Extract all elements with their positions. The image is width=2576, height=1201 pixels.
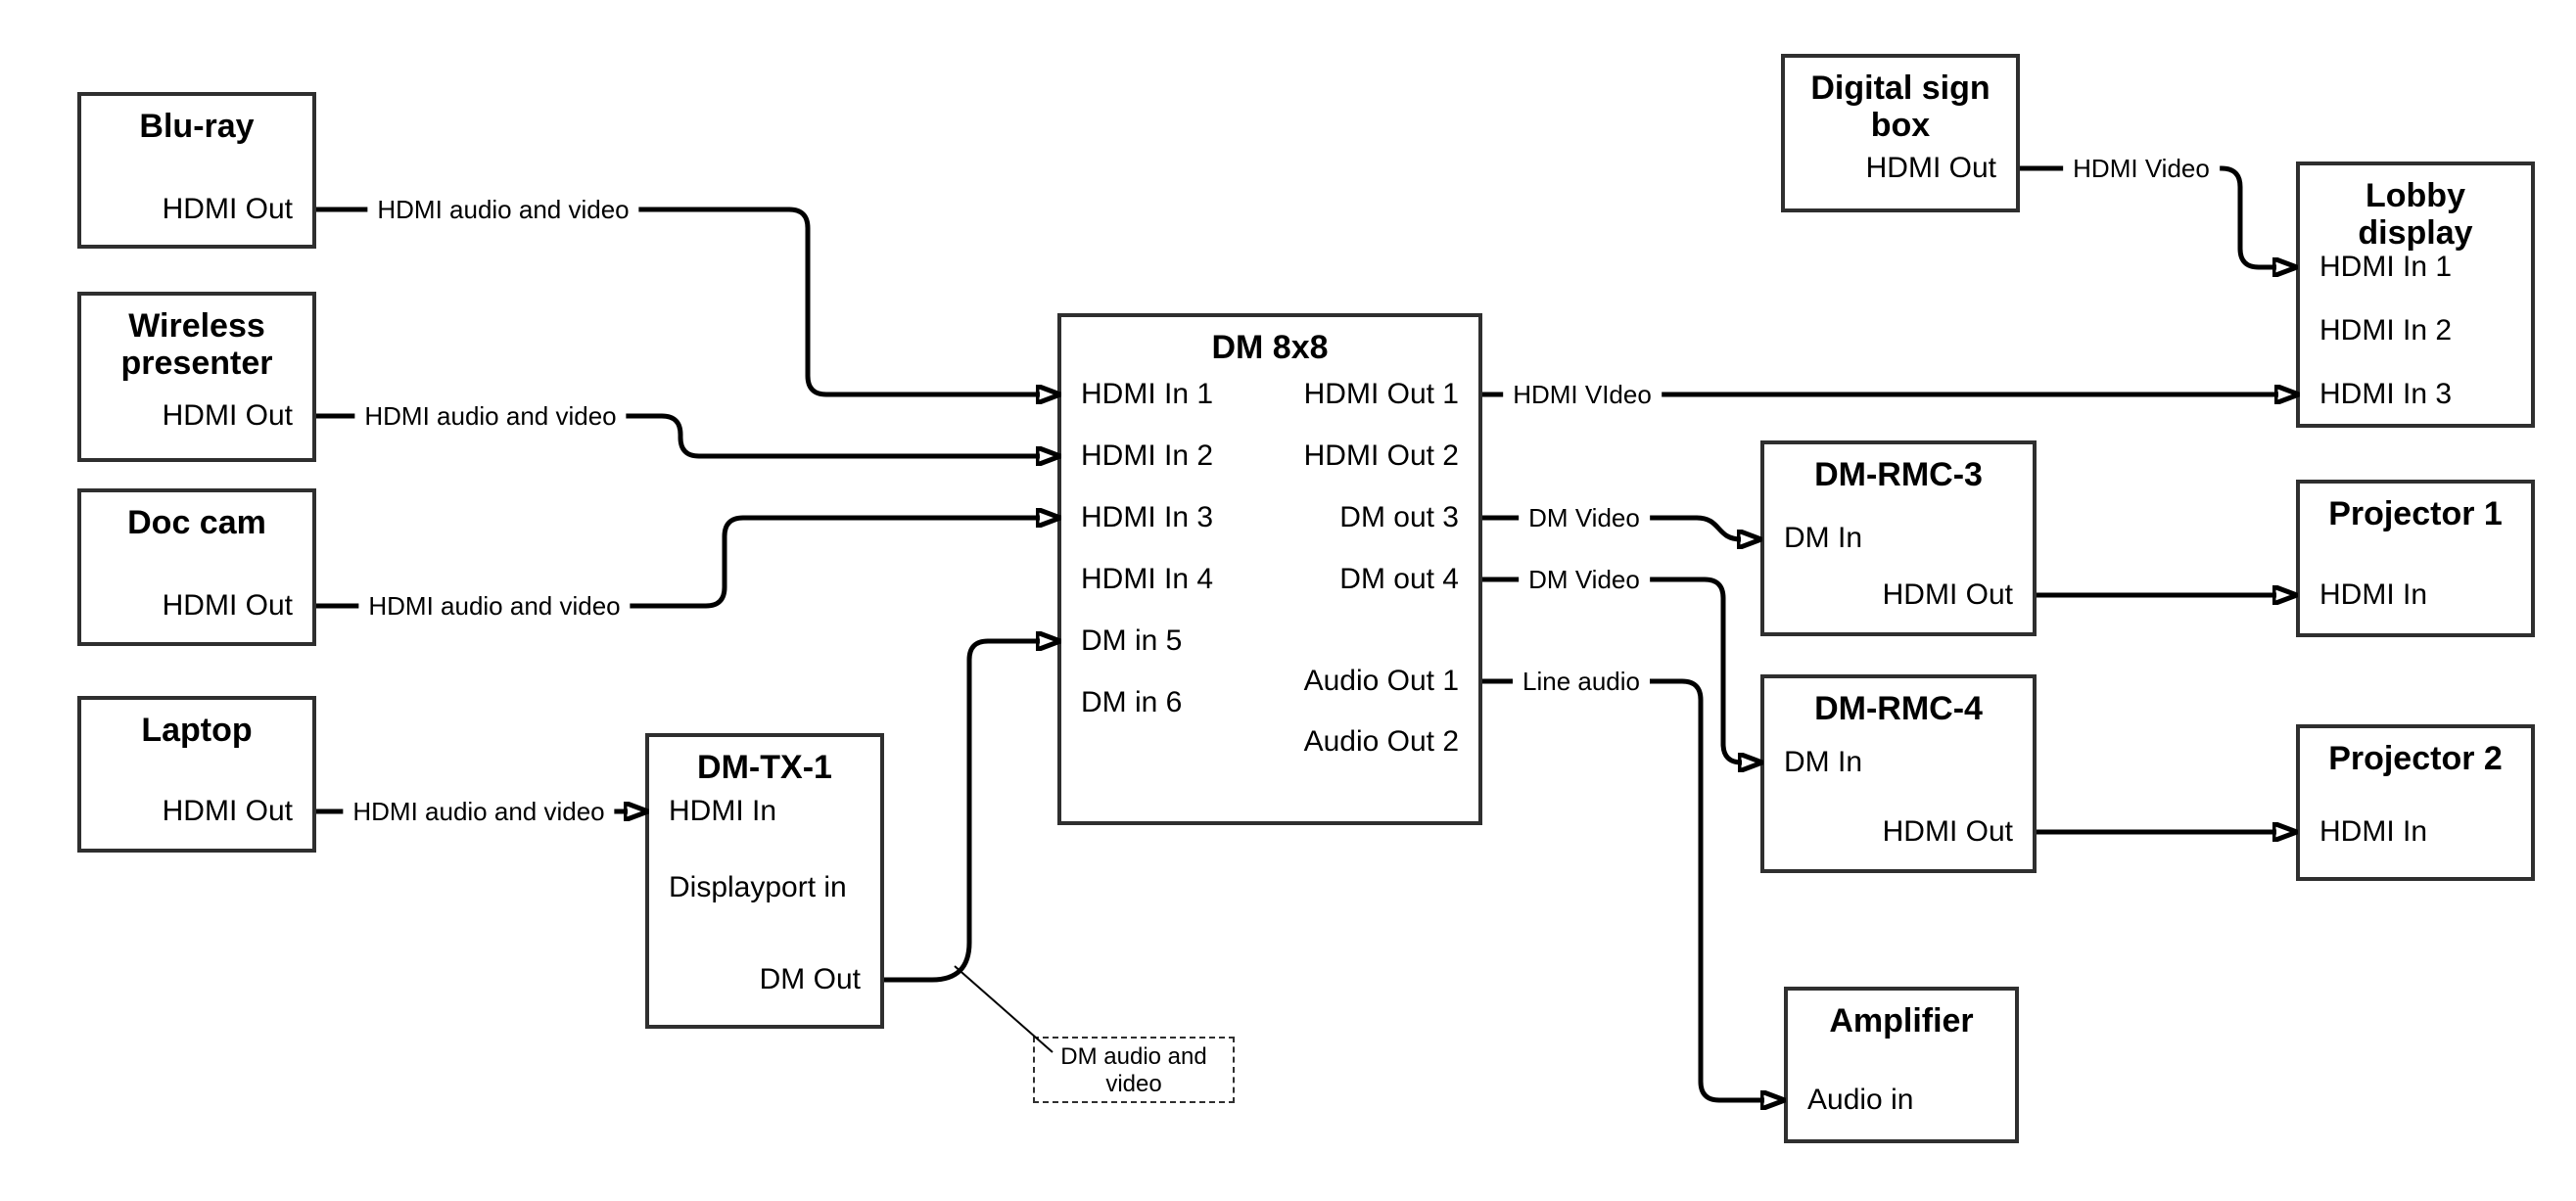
node-laptop: Laptop HDMI Out: [77, 696, 316, 853]
port-hdmi-out: HDMI Out: [162, 399, 293, 432]
port-audio-in: Audio in: [1807, 1084, 1914, 1116]
edge-label-hdmi-audio-video-doccam: HDMI audio and video: [358, 590, 631, 622]
port-dm-out-3: DM out 3: [1339, 501, 1459, 533]
node-projector-1: Projector 1 HDMI In: [2296, 480, 2535, 637]
node-title: Lobby display: [2358, 177, 2473, 252]
node-title: DM-RMC-4: [1814, 690, 1983, 727]
node-title: DM-RMC-3: [1814, 456, 1983, 493]
node-wireless-presenter: Wireless presenter HDMI Out: [77, 292, 316, 462]
node-blu-ray: Blu-ray HDMI Out: [77, 92, 316, 249]
port-dm-in-6: DM in 6: [1081, 686, 1183, 718]
node-dm-8x8: DM 8x8 HDMI In 1 HDMI In 2 HDMI In 3 HDM…: [1057, 313, 1482, 825]
port-audio-out-1: Audio Out 1: [1303, 665, 1459, 697]
edge-label-hdmi-video-digitalsign: HDMI Video: [2063, 153, 2220, 184]
node-dm-rmc-4: DM-RMC-4 DM In HDMI Out: [1760, 674, 2037, 873]
port-hdmi-in-1: HDMI In 1: [2319, 251, 2453, 283]
port-dm-in: DM In: [1784, 522, 1863, 554]
port-hdmi-out: HDMI Out: [162, 795, 293, 827]
port-hdmi-out: HDMI Out: [1882, 815, 2013, 848]
port-hdmi-in: HDMI In: [2319, 578, 2428, 611]
node-title: DM 8x8: [1211, 329, 1329, 366]
edge-dmtx1-dmout-to-dm8x8-dm-in-5: [884, 641, 1040, 983]
node-title: Wireless presenter: [120, 307, 273, 382]
port-hdmi-in-2: HDMI In 2: [2319, 314, 2453, 346]
node-amplifier: Amplifier Audio in: [1784, 987, 2019, 1143]
port-hdmi-out-1: HDMI Out 1: [1303, 378, 1459, 410]
port-dm-out-4: DM out 4: [1339, 563, 1459, 595]
node-dm-tx-1: DM-TX-1 HDMI In Displayport in DM Out: [645, 733, 884, 1029]
node-title: Projector 1: [2328, 495, 2503, 532]
edge-label-dm-video-rmc4: DM Video: [1519, 564, 1650, 595]
port-dm-out: DM Out: [759, 963, 861, 995]
node-lobby-display: Lobby display HDMI In 1 HDMI In 2 HDMI I…: [2296, 162, 2535, 428]
edge-label-dm-video-rmc3: DM Video: [1519, 502, 1650, 533]
node-title: DM-TX-1: [697, 749, 832, 786]
port-hdmi-in-4: HDMI In 4: [1081, 563, 1214, 595]
port-hdmi-in-3: HDMI In 3: [1081, 501, 1214, 533]
node-title: Doc cam: [127, 504, 266, 541]
port-hdmi-out-2: HDMI Out 2: [1303, 439, 1459, 472]
port-hdmi-in: HDMI In: [669, 795, 777, 827]
edge-label-hdmi-audio-video-wireless: HDMI audio and video: [354, 400, 627, 432]
edge-label-line-audio: Line audio: [1513, 666, 1650, 697]
node-doc-cam: Doc cam HDMI Out: [77, 488, 316, 646]
port-hdmi-in-2: HDMI In 2: [1081, 439, 1214, 472]
port-displayport-in: Displayport in: [669, 871, 847, 903]
node-title: Blu-ray: [139, 108, 255, 145]
edge-label-hdmi-audio-video-laptop: HDMI audio and video: [343, 796, 615, 827]
edge-label-hdmi-audio-video-bluray: HDMI audio and video: [367, 194, 639, 225]
annotation-dm-audio-and-video: DM audio and video: [1033, 1037, 1235, 1103]
edge-bluray-to-dm8x8-hdmi-in-1: [316, 207, 1040, 394]
port-hdmi-in: HDMI In: [2319, 815, 2428, 848]
port-hdmi-in-3: HDMI In 3: [2319, 378, 2453, 410]
port-hdmi-in-1: HDMI In 1: [1081, 378, 1214, 410]
node-dm-rmc-3: DM-RMC-3 DM In HDMI Out: [1760, 440, 2037, 636]
port-audio-out-2: Audio Out 2: [1303, 725, 1459, 758]
port-dm-in: DM In: [1784, 746, 1863, 778]
edge-dm8x8-audio-out-1-to-amplifier: [1482, 678, 1764, 1100]
node-title: Projector 2: [2328, 740, 2503, 777]
node-title: Laptop: [141, 712, 253, 749]
node-title: Amplifier: [1829, 1002, 1974, 1039]
port-hdmi-out: HDMI Out: [162, 193, 293, 225]
node-projector-2: Projector 2 HDMI In: [2296, 724, 2535, 881]
port-hdmi-out: HDMI Out: [162, 589, 293, 622]
port-hdmi-out: HDMI Out: [1865, 152, 1996, 184]
node-title: Digital sign box: [1810, 69, 1991, 144]
port-hdmi-out: HDMI Out: [1882, 578, 2013, 611]
node-digital-sign-box: Digital sign box HDMI Out: [1781, 54, 2020, 212]
edge-label-hdmi-video-lobby: HDMI VIdeo: [1503, 379, 1662, 410]
port-dm-in-5: DM in 5: [1081, 624, 1183, 657]
